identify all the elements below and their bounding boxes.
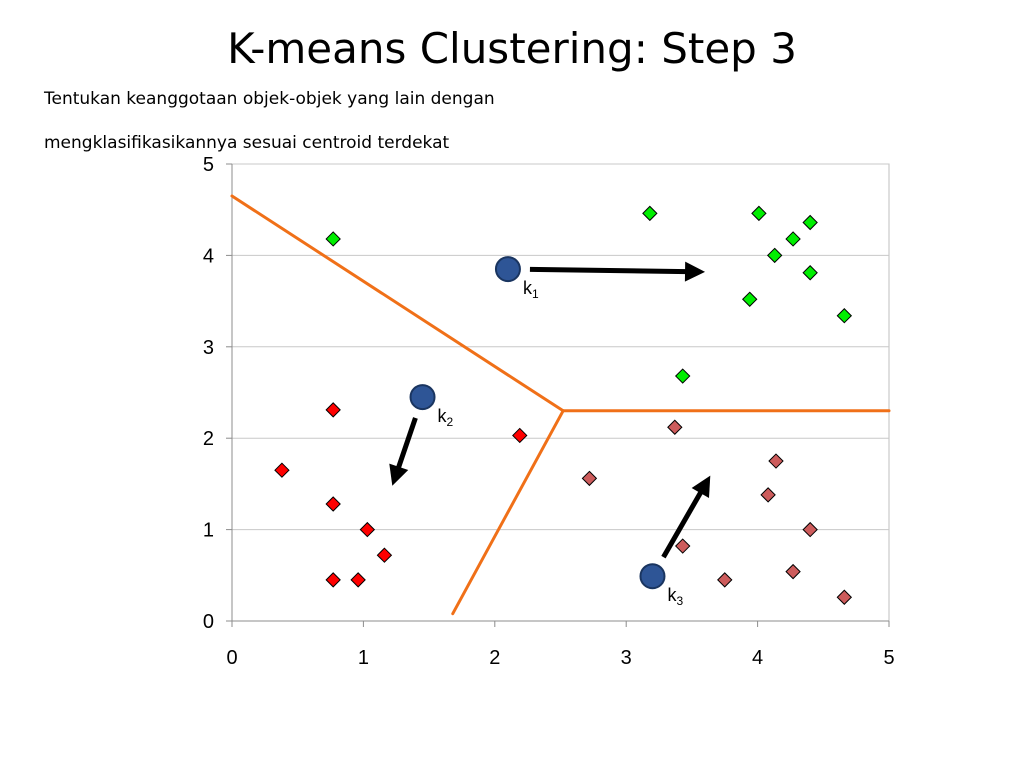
centroid-label-main: k [523,278,533,298]
x-tick-label: 3 [621,647,632,669]
cluster-3-point [581,470,598,487]
cluster-1-point [325,231,341,247]
x-tick-label: 2 [489,647,500,669]
cluster-1-point [674,368,691,384]
centroid-label: k1 [523,278,539,301]
arrow-head [691,475,711,498]
x-tick-label: 1 [358,647,369,669]
cluster-1-point [836,308,853,324]
arrow-head [389,463,409,486]
cluster-2-point [350,572,366,588]
cluster-3-point [674,538,691,554]
arrow-head [684,261,706,282]
cluster-3-point [760,487,776,503]
centroid-label-main: k [667,585,677,605]
centroid-label-subscript: 3 [676,594,683,608]
y-tick-label: 1 [203,520,214,542]
cluster-2-point [274,462,290,478]
centroid-marker [409,384,436,411]
cluster-3-point [802,521,818,538]
x-tick-label: 4 [752,647,763,669]
plot-area [231,163,890,622]
x-tick-label: 0 [226,647,237,669]
cluster-1-point [642,205,658,222]
y-tick-label: 3 [203,337,214,359]
cluster-2-point [359,521,376,538]
cluster-2-point [325,572,341,588]
y-tick-label: 0 [203,611,214,633]
centroid-label: k2 [438,406,454,429]
centroid-label: k3 [667,585,683,608]
slide-title: K-means Clustering: Step 3 [227,24,797,73]
cluster-2-point [376,547,393,563]
centroid-move-arrow [393,417,418,478]
y-tick-label: 4 [203,245,214,267]
centroid-label-subscript: 1 [532,287,539,301]
y-tick-label: 2 [203,428,214,450]
subtitle-line-1: Tentukan keanggotaan objek-objek yang la… [44,89,495,109]
subtitle-line-2: mengklasifikasikannya sesuai centroid te… [44,133,450,153]
centroid-marker [639,563,666,590]
cluster-2-point [325,496,341,512]
centroid-move-arrow [661,483,708,559]
centroid-label-main: k [438,406,448,426]
cluster-3-point [717,572,733,588]
x-tick-label: 5 [883,647,894,669]
cluster-1-point [802,214,818,231]
cluster-1-point [751,205,767,222]
centroid-label-subscript: 2 [447,415,454,429]
cluster-2-point [512,427,528,444]
cluster-3-point [836,589,853,605]
cluster-boundary-line [230,194,565,413]
centroid-marker [494,256,521,283]
centroid-move-arrow [529,266,696,275]
cluster-1-point [766,247,783,264]
cluster-boundary-line [451,409,565,616]
cluster-2-point [325,402,341,418]
cluster-1-point [742,291,758,307]
cluster-3-point [667,419,683,435]
cluster-3-point [785,563,801,580]
cluster-1-point [785,231,801,247]
y-tick-label: 5 [203,154,214,176]
cluster-3-point [768,453,784,469]
cluster-1-point [802,265,818,281]
